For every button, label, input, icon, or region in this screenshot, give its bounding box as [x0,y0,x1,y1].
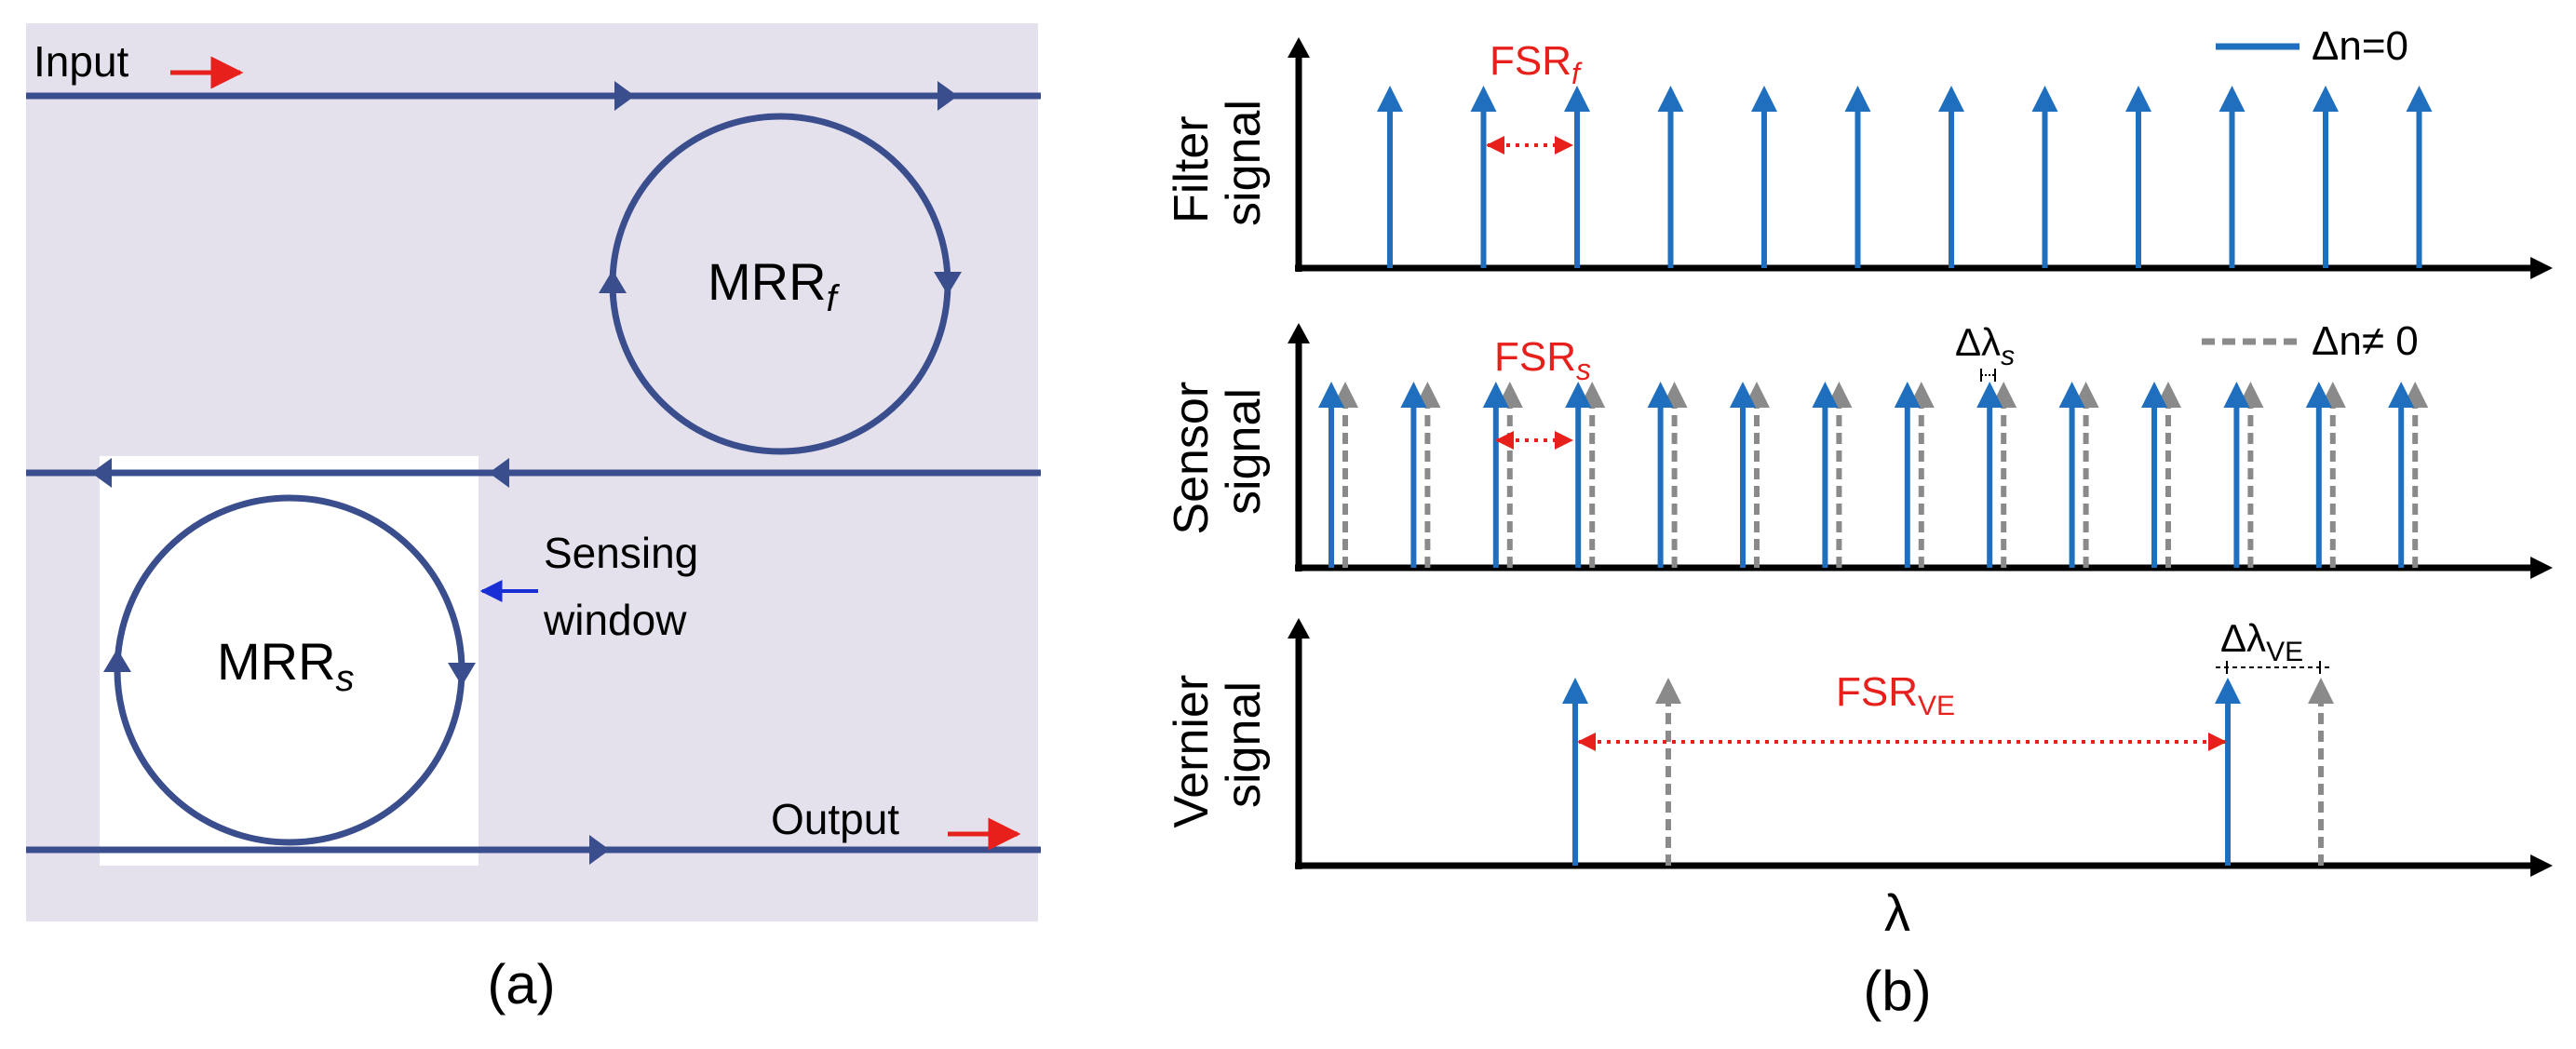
sensor-peak-head [2305,382,2332,408]
ring-direction-arrow-icon [934,272,962,295]
filter-peak-head [1657,86,1684,112]
panel-b: Filter signal Sensor signal Vernier sign… [1165,23,2553,1022]
propagation-arrow-icon [614,81,635,111]
filter-peak-head [1470,86,1497,112]
vernier-axes [1288,618,2553,877]
sensor-peak-head [1976,382,2003,408]
ring-direction-arrow-icon [448,663,476,686]
filter-peak-head [2031,86,2058,112]
propagation-arrow-icon [91,458,112,488]
panel-a-caption: (a) [487,953,555,1015]
vernier-shifted-peak-head [2308,678,2334,704]
vernier-peak-head [2215,678,2241,704]
sensing-window-region [100,456,479,866]
sensor-peak-head [2141,382,2167,408]
vernier-peaks [1562,678,2334,866]
panel-b-caption: (b) [1863,960,1931,1022]
sensing-window-label: Sensing window [543,529,710,644]
delta-lambda-s-label: Δλs [1955,320,2015,371]
filter-peak-head [2406,86,2433,112]
vernier-ylabel: Vernier signal [1165,661,1271,827]
filter-peak-head [2125,86,2151,112]
delta-lambda-s-bracket [1980,369,1996,382]
sensor-peak-head [1400,382,1427,408]
sensor-peak-head [1565,382,1592,408]
fsr-vernier-label: FSRVE [1836,669,1955,721]
sensor-peak-head [2223,382,2250,408]
legend-delta-n-nonzero-label: Δn≠ 0 [2312,318,2419,364]
sensor-peak-head [1647,382,1674,408]
sensing-window-line1: Sensing [544,529,698,577]
filter-axes [1288,37,2553,279]
filter-peak-head [1938,86,1964,112]
filter-peak-head [1564,86,1590,112]
legend-delta-n-zero-label: Δn=0 [2312,23,2408,69]
vernier-shifted-peak-head [1655,678,1681,704]
legend-delta-n-nonzero: Δn≠ 0 [2202,318,2419,364]
mrr-filter-label: MRRf [708,252,841,319]
output-label: Output [771,795,899,843]
delta-lambda-ve-bracket [2216,661,2329,674]
sensor-axes [1288,323,2553,579]
sensor-peak-head [1318,382,1344,408]
sensor-peak-head [1894,382,1921,408]
x-axis-lambda-label: λ [1884,883,1910,942]
delta-lambda-ve-label: ΔλVE [2220,616,2303,667]
panel-a: Input Output MRRf MRRs Sensing window (a… [26,23,1041,1015]
sensing-window-line2: window [543,596,687,644]
mrr-sensor-label: MRRs [217,632,355,699]
filter-ylabel: Filter signal [1165,100,1271,226]
propagation-arrow-icon [589,835,610,865]
sensor-peak-head [1812,382,1839,408]
ring-direction-arrow-icon [599,270,627,293]
vernier-peak-head [1562,678,1588,704]
filter-peak-head [1377,86,1403,112]
fsr-sensor-label: FSRs [1494,334,1591,386]
filter-peak-head [1751,86,1777,112]
propagation-arrow-icon [489,458,509,488]
sensor-peak-head [1730,382,1756,408]
sensor-peaks [1318,382,2429,568]
filter-peaks [1377,86,2433,268]
sensor-peak-head [2058,382,2085,408]
input-label: Input [34,37,129,86]
filter-peak-head [2219,86,2246,112]
legend-delta-n-zero: Δn=0 [2216,23,2408,69]
sensor-peak-head [1482,382,1509,408]
propagation-arrow-icon [937,81,958,111]
fsr-filter-label: FSRf [1490,38,1583,90]
ring-direction-arrow-icon [103,649,131,672]
sensor-peak-head [2388,382,2415,408]
filter-peak-head [2313,86,2339,112]
sensor-ylabel: Sensor signal [1165,368,1271,534]
filter-peak-head [1844,86,1871,112]
